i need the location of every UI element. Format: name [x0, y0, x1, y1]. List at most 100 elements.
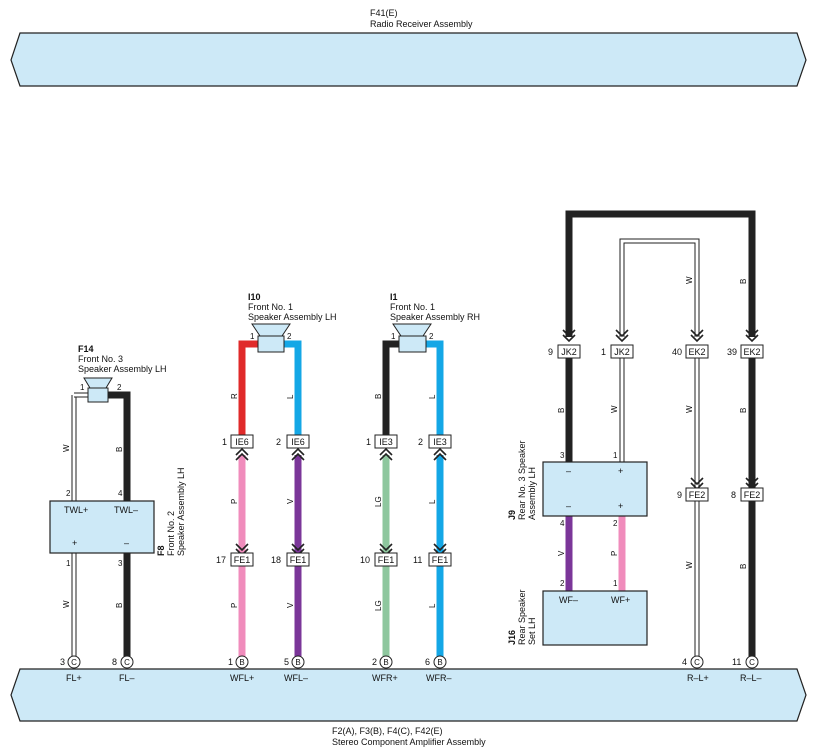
- j16-term-a: WF–: [559, 595, 578, 605]
- connector-ek2-40: EK2 40: [672, 329, 709, 359]
- f14-line1: Front No. 3: [78, 354, 123, 364]
- i1-line2: Speaker Assembly RH: [390, 312, 480, 322]
- wire-label: W: [62, 444, 71, 452]
- svg-text:JK2: JK2: [561, 347, 577, 357]
- j16-box: [542, 590, 648, 646]
- j9-sign-tl: –: [566, 466, 571, 476]
- svg-text:B: B: [383, 658, 388, 667]
- speaker-icon: [392, 323, 432, 337]
- j16-term-b: WF+: [611, 595, 630, 605]
- svg-text:C: C: [71, 658, 77, 667]
- svg-text:WFL+: WFL+: [230, 673, 254, 683]
- connector-ie6-2: IE6 2: [276, 434, 310, 461]
- svg-text:3: 3: [60, 657, 65, 667]
- f8-sign-a: +: [72, 538, 77, 548]
- connector-ie3-1: IE3 1: [366, 434, 398, 461]
- svg-text:17: 17: [216, 555, 226, 565]
- i1-pin-a: 1: [391, 332, 396, 341]
- wire-label: V: [286, 602, 295, 608]
- j9-pin-bl: 4: [560, 519, 565, 528]
- f14-pin-b: 2: [117, 383, 122, 392]
- wire-label: B: [557, 408, 566, 413]
- f8-line2: Speaker Assembly LH: [176, 467, 186, 556]
- svg-text:WFL–: WFL–: [284, 673, 308, 683]
- wire-label: B: [739, 279, 748, 284]
- svg-text:4: 4: [682, 657, 687, 667]
- j9-sign-tr: +: [618, 466, 623, 476]
- wire-label: W: [62, 600, 71, 608]
- wire-labels: W B W B R L P V P V B L LG L LG L W B B …: [62, 276, 748, 611]
- f8-code: F8: [156, 545, 166, 556]
- wire-w-rear-loop: [619, 238, 700, 337]
- wire-label: P: [610, 551, 619, 556]
- svg-text:5: 5: [284, 657, 289, 667]
- i1-line1: Front No. 1: [390, 302, 435, 312]
- f14-code: F14: [78, 344, 94, 354]
- svg-text:1: 1: [601, 347, 606, 357]
- j9-pin-tl: 3: [560, 451, 565, 460]
- connector-fe2-9: FE2 9: [677, 477, 709, 502]
- svg-text:6: 6: [425, 657, 430, 667]
- f8-box: [49, 500, 155, 554]
- j16-code: J16: [507, 630, 517, 645]
- svg-text:B: B: [239, 658, 244, 667]
- component-j9: – + – + 3 1 4 2 J9 Rear No. 3 Speaker As…: [507, 440, 648, 528]
- i1-code: I1: [390, 292, 398, 302]
- j9-pin-tr: 1: [613, 451, 618, 460]
- connector-fe1-11: FE1 11: [413, 543, 452, 567]
- j16-line2: Set LH: [527, 617, 537, 645]
- f8-pin-top-b: 4: [118, 489, 123, 498]
- svg-text:FE2: FE2: [744, 490, 761, 500]
- wire-label: B: [739, 564, 748, 569]
- wire-label: B: [374, 394, 383, 399]
- amp-terminal-wfr-minus: B 6 WFR–: [425, 655, 452, 683]
- amplifier-code: F2(A), F3(B), F4(C), F42(E): [332, 726, 443, 736]
- svg-text:IE6: IE6: [291, 437, 305, 447]
- j9-line1: Rear No. 3 Speaker: [517, 440, 527, 520]
- svg-text:FE2: FE2: [689, 490, 706, 500]
- connector-fe2-8: FE2 8: [731, 477, 764, 502]
- wire-label: B: [115, 447, 124, 452]
- connector-ie6-1: IE6 1: [222, 434, 254, 461]
- connector-fe1-10: FE1 10: [360, 543, 398, 567]
- amplifier-name: Stereo Component Amplifier Assembly: [332, 737, 486, 747]
- amp-terminal-rl-minus: C 11 R–L–: [732, 655, 762, 683]
- f8-pin-bot-b: 3: [118, 559, 123, 568]
- connector-fe1-17: FE1 17: [216, 543, 254, 567]
- amp-terminal-wfl-minus: B 5 WFL–: [284, 655, 308, 683]
- i10-code: I10: [248, 292, 261, 302]
- speaker-icon: [251, 323, 291, 337]
- wire-b-rear-loop: [565, 210, 756, 337]
- wire-label: LG: [374, 496, 383, 507]
- svg-text:EK2: EK2: [743, 347, 760, 357]
- wire-label: B: [739, 408, 748, 413]
- amp-terminal-wfr-plus: B 2 WFR+: [372, 655, 398, 683]
- svg-text:39: 39: [727, 347, 737, 357]
- svg-text:WFR–: WFR–: [426, 673, 452, 683]
- wire-l-i1: [426, 340, 444, 437]
- wire-label: LG: [374, 600, 383, 611]
- j16-pin-a: 2: [560, 579, 565, 588]
- svg-text:1: 1: [222, 437, 227, 447]
- svg-text:FE1: FE1: [290, 555, 307, 565]
- f8-term-b: TWL–: [114, 505, 138, 515]
- svg-text:FL–: FL–: [119, 673, 135, 683]
- amp-terminal-fl-plus: C 3 FL+: [60, 655, 82, 683]
- connector-ek2-39: EK2 39: [727, 329, 764, 359]
- f8-pin-bot-a: 1: [66, 559, 71, 568]
- amp-terminal-fl-minus: C 8 FL–: [112, 655, 135, 683]
- svg-text:10: 10: [360, 555, 370, 565]
- f14-line2: Speaker Assembly LH: [78, 364, 167, 374]
- j9-code: J9: [507, 510, 517, 520]
- speaker-i1: I1 Front No. 1 Speaker Assembly RH 1 2: [390, 292, 480, 353]
- svg-text:8: 8: [731, 490, 736, 500]
- connector-jk2-9: JK2 9: [548, 329, 581, 359]
- svg-text:FE1: FE1: [234, 555, 251, 565]
- svg-text:40: 40: [672, 347, 682, 357]
- svg-text:2: 2: [276, 437, 281, 447]
- svg-text:2: 2: [372, 657, 377, 667]
- svg-text:IE6: IE6: [235, 437, 249, 447]
- svg-text:18: 18: [271, 555, 281, 565]
- wire-label: W: [685, 405, 694, 413]
